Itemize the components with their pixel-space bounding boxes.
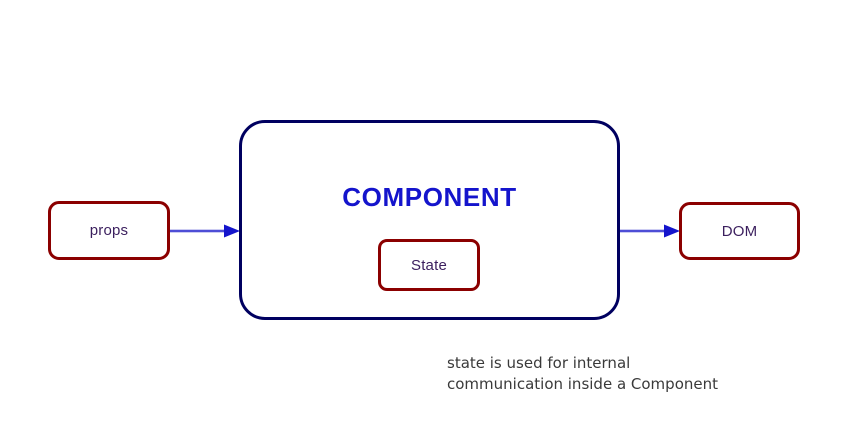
arrow-right-icon xyxy=(620,224,680,238)
node-state-label: State xyxy=(410,256,448,274)
node-component-label: COMPONENT xyxy=(342,182,517,212)
node-props-label: props xyxy=(89,222,129,239)
arrow-props-to-component xyxy=(170,222,240,240)
arrow-component-to-dom xyxy=(620,222,680,240)
arrow-right-icon xyxy=(170,224,240,238)
node-dom-label: DOM xyxy=(721,222,758,240)
node-state[interactable]: State xyxy=(378,239,480,291)
node-props[interactable]: props xyxy=(48,201,170,260)
node-dom[interactable]: DOM xyxy=(679,202,800,260)
diagram-caption: state is used for internal communication… xyxy=(447,354,718,393)
